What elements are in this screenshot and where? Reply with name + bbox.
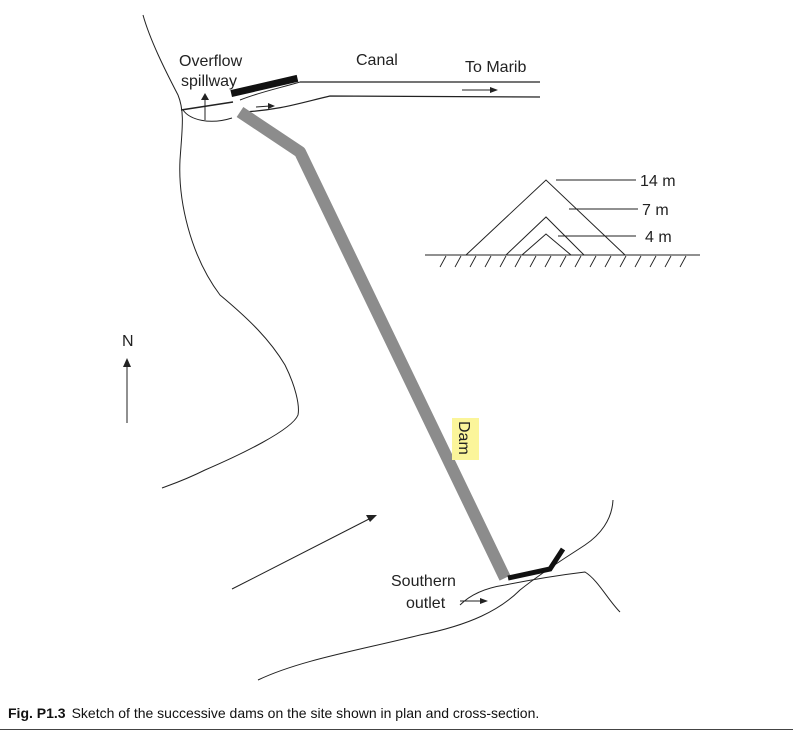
canal-flow-arrow-head bbox=[490, 87, 498, 93]
dam-profile-7m bbox=[505, 216, 585, 256]
bottom-rule bbox=[0, 729, 793, 730]
west-bank-contour bbox=[142, 14, 299, 489]
dam-embankment bbox=[236, 107, 511, 581]
label-to-marib: To Marib bbox=[465, 59, 526, 76]
canal-inflow-arrow-head bbox=[268, 103, 275, 109]
label-14m: 14 m bbox=[640, 173, 676, 190]
ground-hatching bbox=[439, 255, 687, 268]
figure-caption: Fig. P1.3 Sketch of the successive dams o… bbox=[8, 705, 788, 721]
spillway-line bbox=[180, 101, 234, 111]
label-spillway: spillway bbox=[181, 73, 237, 90]
spillway-dam-block bbox=[230, 74, 299, 97]
outlet-bank-contour bbox=[459, 571, 621, 613]
label-southern: Southern bbox=[391, 573, 456, 590]
spillway-bank bbox=[182, 109, 233, 122]
dam-label-highlight bbox=[452, 418, 479, 460]
southern-outlet-structure bbox=[507, 547, 566, 581]
dam-cross-section bbox=[425, 179, 700, 268]
spillway-arrow-head bbox=[201, 93, 209, 100]
reservoir-flow-arrow bbox=[231, 517, 372, 590]
label-dam: Dam bbox=[455, 421, 472, 455]
label-4m: 4 m bbox=[645, 229, 672, 246]
label-overflow: Overflow bbox=[179, 53, 243, 70]
label-north: N bbox=[122, 333, 134, 350]
label-outlet: outlet bbox=[406, 595, 446, 612]
outlet-arrow-head bbox=[480, 598, 488, 604]
southeast-bank-contour bbox=[257, 499, 614, 681]
dam-profile-4m bbox=[521, 233, 572, 256]
label-canal: Canal bbox=[356, 52, 398, 69]
canal-inflow-arrow bbox=[255, 105, 271, 108]
label-7m: 7 m bbox=[642, 202, 669, 219]
north-arrow-head bbox=[123, 358, 131, 367]
canal-south-bank bbox=[242, 95, 541, 113]
reservoir-flow-arrow-head bbox=[366, 515, 377, 522]
figure-number: Fig. P1.3 bbox=[8, 705, 66, 721]
canal-west-edge bbox=[239, 81, 301, 101]
dam-profile-14m bbox=[465, 179, 626, 256]
caption-text: Sketch of the successive dams on the sit… bbox=[71, 705, 540, 721]
dam-site-sketch: Overflow spillway Canal To Marib 14 m 7 … bbox=[122, 14, 700, 681]
